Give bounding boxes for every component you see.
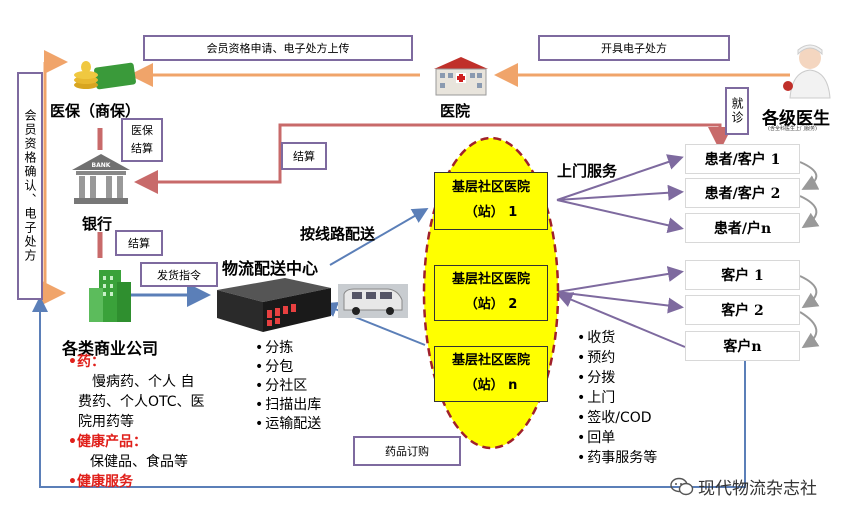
customer-label: 客户n bbox=[723, 339, 762, 355]
loop-arrow-c1 bbox=[799, 275, 820, 309]
community-hospital-name: 基层社区医院 bbox=[451, 180, 530, 196]
membership-vertical-box: 会员资格确认、电子处方 bbox=[17, 72, 43, 300]
medical-insurance-label: 医保（商保） bbox=[50, 102, 141, 120]
arrow-h1-p2 bbox=[556, 184, 684, 201]
patient-label: 患者/客户 2 bbox=[704, 186, 781, 202]
loop-arrow-p2 bbox=[799, 195, 820, 229]
logistics-function-item: 分拣 bbox=[255, 339, 321, 358]
arrow-cn-h2 bbox=[556, 292, 686, 348]
settle-bank-text: 结算 bbox=[293, 150, 315, 163]
doctors-sub-label: (含全科医生上门服务) bbox=[768, 126, 817, 132]
community-hospital-n: 基层社区医院 （站） n bbox=[434, 346, 548, 402]
community-hospital-station: （站） n bbox=[464, 378, 518, 393]
visit-box: 就诊 bbox=[725, 87, 749, 135]
apply-upload-box: 会员资格申请、电子处方上传 bbox=[143, 35, 413, 61]
community-hospital-2: 基层社区医院 （站） 2 bbox=[434, 265, 548, 321]
health-product-title: •健康产品： bbox=[68, 434, 147, 450]
door-service-label: 上门服务 bbox=[557, 162, 618, 180]
arrow-membership-confirm bbox=[42, 62, 66, 305]
customer-label: 客户 1 bbox=[721, 268, 764, 284]
issue-prescription-text: 开具电子处方 bbox=[601, 42, 667, 55]
commercial-label: 各类商业公司 bbox=[62, 339, 159, 358]
hospital-service-item: 回单 bbox=[577, 428, 657, 448]
medical-insurance-icon bbox=[74, 61, 136, 90]
wechat-icon bbox=[670, 477, 694, 495]
logistics-functions-list: 分拣 分包 分社区 扫描出库 运输配送 bbox=[255, 339, 321, 434]
community-hospital-name: 基层社区医院 bbox=[451, 272, 530, 288]
drug-body-1: 慢病药、个人 自 bbox=[92, 374, 195, 390]
commercial-categories: •药： 慢病药、个人 自 费药、个人OTC、医 院用药等 •健康产品： 保健品、… bbox=[68, 352, 258, 492]
hospital-service-item: 上门 bbox=[577, 388, 657, 408]
arrow-h2-c2 bbox=[556, 291, 684, 314]
community-hospital-station: （站） 2 bbox=[464, 297, 518, 312]
arrow-h2-c1 bbox=[556, 266, 684, 293]
customer-box-2: 客户 2 bbox=[685, 295, 800, 325]
health-service-title: •健康服务 bbox=[68, 474, 133, 490]
insurance-settle-text: 医保结算 bbox=[131, 124, 153, 155]
membership-vertical-text: 会员资格确认、电子处方 bbox=[23, 109, 37, 263]
patient-box-n: 患者/户n bbox=[685, 213, 800, 243]
arrow-h1-p1 bbox=[556, 154, 684, 201]
hospital-service-item: 预约 bbox=[577, 348, 657, 368]
hospital-service-item: 药事服务等 bbox=[577, 448, 657, 468]
doctors-label: 各级医生 bbox=[762, 109, 830, 129]
community-hospital-station: （站） 1 bbox=[464, 205, 518, 220]
logistics-function-item: 分社区 bbox=[255, 377, 321, 396]
customer-box-1: 客户 1 bbox=[685, 260, 800, 290]
hospital-services-list: 收货 预约 分拨 上门 签收/COD 回单 药事服务等 bbox=[577, 328, 657, 468]
drug-body-3: 院用药等 bbox=[78, 414, 134, 430]
logistics-center-label: 物流配送中心 bbox=[222, 259, 319, 278]
bank-icon: BANK bbox=[72, 154, 130, 204]
hospital-label: 医院 bbox=[440, 102, 471, 120]
loop-arrow-c2 bbox=[799, 311, 820, 349]
community-hospital-name: 基层社区医院 bbox=[451, 353, 530, 369]
settle-commercial-box: 结算 bbox=[115, 230, 163, 256]
warehouse-icon bbox=[217, 278, 331, 332]
watermark: 现代物流杂志社 bbox=[670, 474, 817, 499]
route-delivery-label: 按线路配送 bbox=[300, 225, 376, 243]
logistics-function-item: 运输配送 bbox=[255, 415, 321, 434]
bank-sign-text: BANK bbox=[92, 162, 111, 169]
health-product-body: 保健品、食品等 bbox=[90, 454, 188, 470]
hospital-service-item: 签收/COD bbox=[577, 408, 657, 428]
community-hospital-1: 基层社区医院 （站） 1 bbox=[434, 172, 548, 230]
settle-commercial-text: 结算 bbox=[128, 237, 150, 250]
customer-label: 客户 2 bbox=[721, 303, 764, 319]
loop-arrow-p1 bbox=[799, 161, 820, 190]
apply-upload-text: 会员资格申请、电子处方上传 bbox=[206, 42, 350, 55]
hospital-icon bbox=[434, 57, 488, 96]
patient-box-1: 患者/客户 1 bbox=[685, 144, 800, 174]
doctor-icon bbox=[783, 44, 831, 99]
patient-box-2: 患者/客户 2 bbox=[685, 178, 800, 208]
issue-prescription-box: 开具电子处方 bbox=[538, 35, 730, 61]
shipping-order-text: 发货指令 bbox=[157, 268, 201, 282]
logistics-function-item: 分包 bbox=[255, 358, 321, 377]
arrow-hospital-visit bbox=[280, 123, 732, 151]
drug-body-2: 费药、个人OTC、医 bbox=[78, 394, 205, 410]
drug-title: •药： bbox=[68, 354, 105, 370]
hospital-service-item: 分拨 bbox=[577, 368, 657, 388]
drug-order-text: 药品订购 bbox=[385, 445, 429, 458]
visit-text: 就诊 bbox=[730, 97, 744, 125]
insurance-settle-box: 医保结算 bbox=[121, 118, 163, 162]
settle-bank-box: 结算 bbox=[281, 142, 327, 170]
arrow-route-delivery bbox=[329, 207, 429, 266]
arrow-drug-order bbox=[32, 296, 746, 488]
van-icon bbox=[338, 284, 408, 318]
shipping-order-box: 发货指令 bbox=[140, 262, 218, 287]
arrow-h1-pn bbox=[556, 199, 684, 234]
customer-box-n: 客户n bbox=[685, 331, 800, 361]
logistics-function-item: 扫描出库 bbox=[255, 396, 321, 415]
bank-label: 银行 bbox=[82, 215, 113, 233]
patient-label: 患者/户n bbox=[713, 221, 772, 237]
patient-label: 患者/客户 1 bbox=[704, 152, 781, 168]
commercial-building-icon bbox=[89, 270, 131, 322]
hospital-service-item: 收货 bbox=[577, 328, 657, 348]
watermark-text: 现代物流杂志社 bbox=[698, 479, 817, 499]
drug-order-box: 药品订购 bbox=[353, 436, 461, 466]
